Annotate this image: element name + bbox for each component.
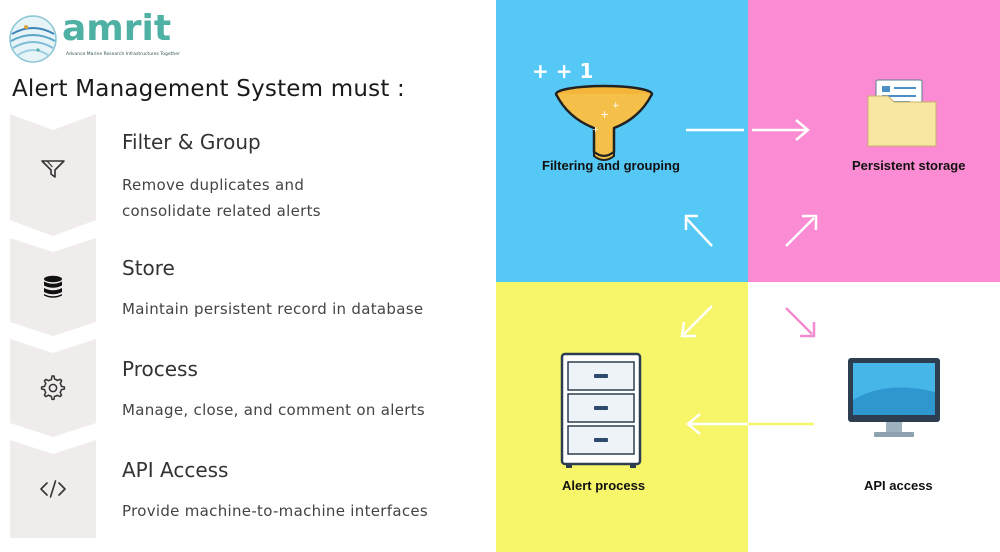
item-description: Provide machine-to-machine interfaces [122,502,429,520]
funnel-icon: + + + [554,84,654,161]
item-store: Store Maintain persistent record in data… [10,238,490,336]
chevron-shape [10,339,96,437]
logo-tagline: Advance Marine Research Infrastructures … [66,52,180,57]
funnel-marks: + + 1 [532,59,593,83]
svg-text:+: + [592,125,599,134]
item-description: Maintain persistent record in database [122,300,424,318]
left-panel: amrit Advance Marine Research Infrastruc… [0,0,496,552]
item-title: Filter & Group [122,130,261,154]
item-title: API Access [122,458,229,482]
item-process: Process Manage, close, and comment on al… [10,339,490,437]
svg-text:+: + [600,108,609,121]
page-title: Alert Management System must : [12,76,406,102]
diagram-illustrations: + + + + + 1 [532,59,940,468]
folder-icon [867,79,937,147]
amrit-logo: amrit Advance Marine Research Infrastruc… [8,8,180,66]
item-description: Remove duplicates and consolidate relate… [122,176,321,220]
gear-icon [38,373,68,403]
item-api-access: API Access Provide machine-to-machine in… [10,440,490,538]
code-icon [38,474,68,504]
logo-wordmark: amrit [62,8,172,49]
item-title: Store [122,256,175,280]
item-description: Manage, close, and comment on alerts [122,401,426,419]
svg-text:+: + [612,101,620,111]
workflow-diagram: + + + + + 1 [496,0,1000,552]
item-filter-group: Filter & Group Remove duplicates and con… [10,114,490,236]
database-icon [38,272,68,302]
label-filtering: Filtering and grouping [542,158,680,173]
label-process: Alert process [562,478,646,493]
globe-icon [9,15,57,63]
filter-icon [38,154,68,184]
cabinet-icon [560,352,642,468]
item-title: Process [122,357,198,381]
monitor-icon [848,358,940,437]
flow-arrows [680,119,818,435]
label-storage: Persistent storage [852,158,966,173]
label-api: API access [864,478,933,493]
quadrant-filtering [496,0,748,282]
